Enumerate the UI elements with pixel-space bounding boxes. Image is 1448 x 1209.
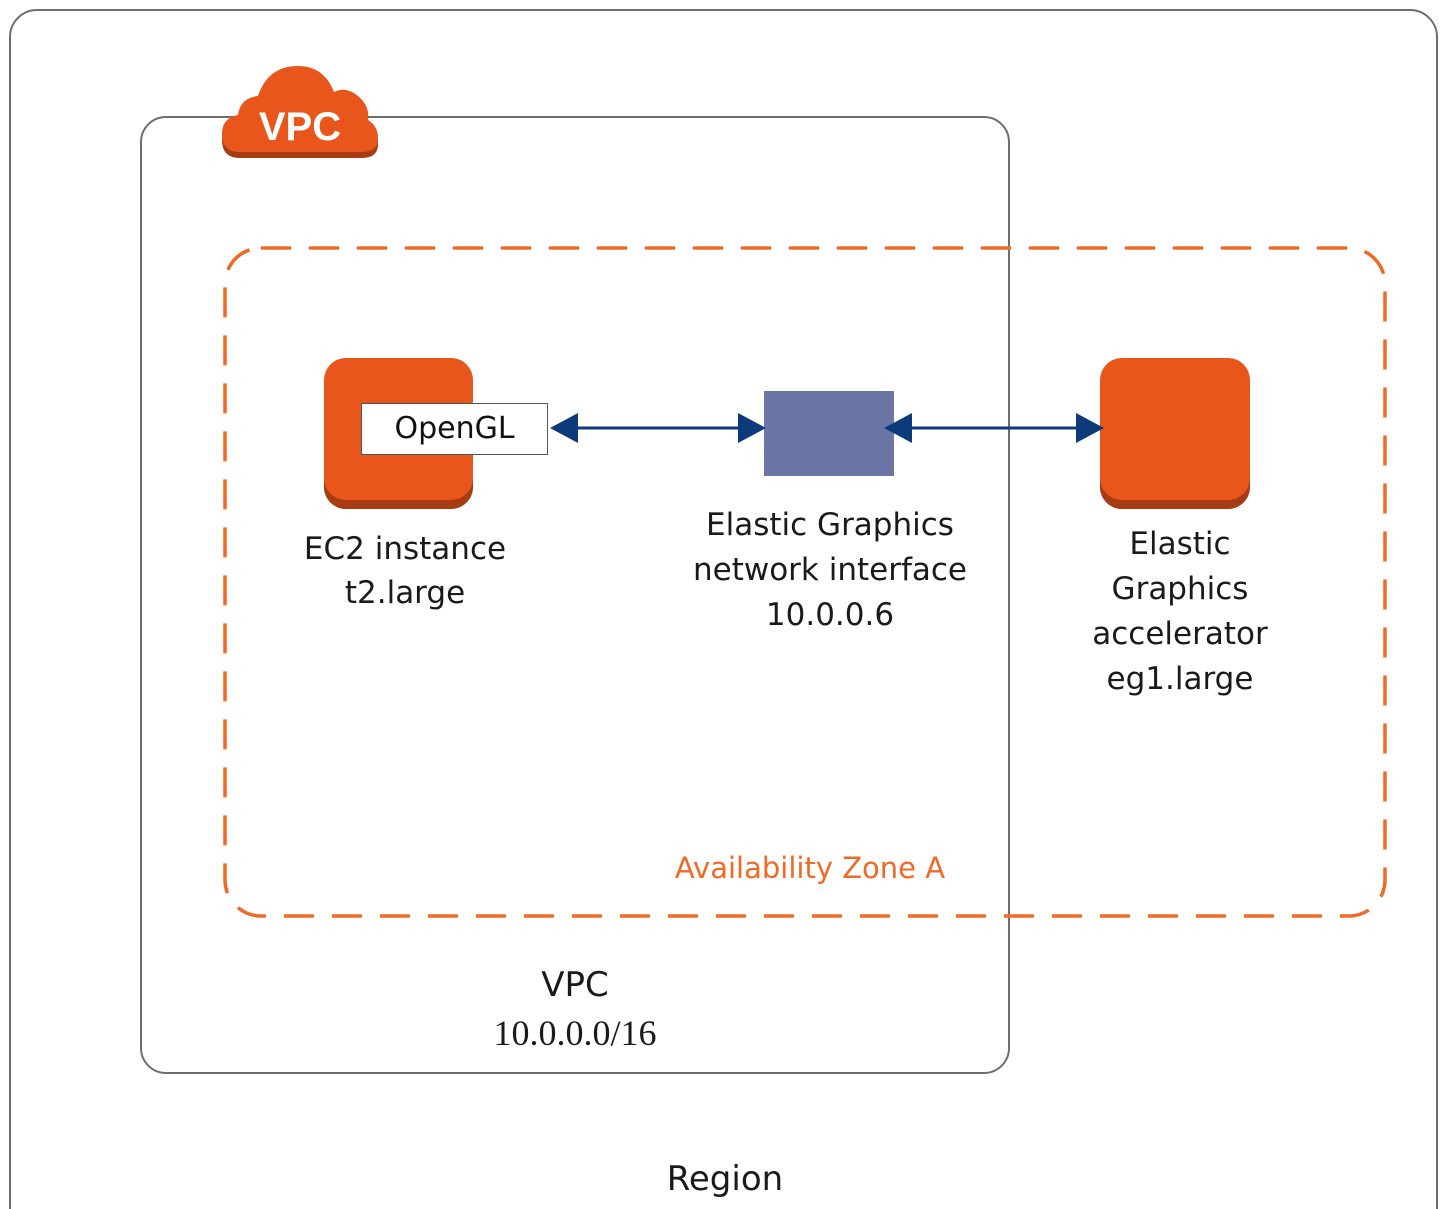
vpc-cidr-label: 10.0.0.0/16 xyxy=(493,1013,657,1053)
network-interface-label: Elastic Graphics network interface 10.0.… xyxy=(680,503,980,638)
network-interface-icon xyxy=(764,391,894,476)
accelerator-name-line3: accelerator xyxy=(1092,616,1268,652)
ec2-instance-type: t2.large xyxy=(344,575,466,611)
availability-zone-label: Availability Zone A xyxy=(674,851,946,885)
arrowhead-left-icon xyxy=(884,413,912,443)
opengl-label-box: OpenGL xyxy=(361,403,548,455)
accelerator-type: eg1.large xyxy=(1106,661,1254,697)
arrowhead-right-icon xyxy=(1076,413,1104,443)
region-label: Region xyxy=(666,1159,784,1199)
accelerator-label: Elastic Graphics accelerator eg1.large xyxy=(1060,522,1300,702)
vpc-boundary xyxy=(140,116,1010,1074)
accelerator-icon xyxy=(1100,358,1250,509)
region-boundary xyxy=(9,9,1438,1209)
arrowhead-left-icon xyxy=(550,413,578,443)
vpc-name-label: VPC xyxy=(541,965,609,1005)
vpc-cloud-icon: VPC xyxy=(222,66,378,158)
accelerator-name-line1: Elastic xyxy=(1129,526,1231,562)
arrowhead-right-icon xyxy=(738,413,766,443)
ec2-instance-label: EC2 instance t2.large xyxy=(280,527,530,615)
network-interface-ip: 10.0.0.6 xyxy=(765,597,895,633)
network-interface-name-line1: Elastic Graphics xyxy=(706,507,954,543)
accelerator-name-line2: Graphics xyxy=(1111,571,1249,607)
network-interface-name-line2: network interface xyxy=(692,552,967,588)
vpc-badge-label: VPC xyxy=(259,105,341,149)
ec2-instance-name: EC2 instance xyxy=(303,531,507,567)
